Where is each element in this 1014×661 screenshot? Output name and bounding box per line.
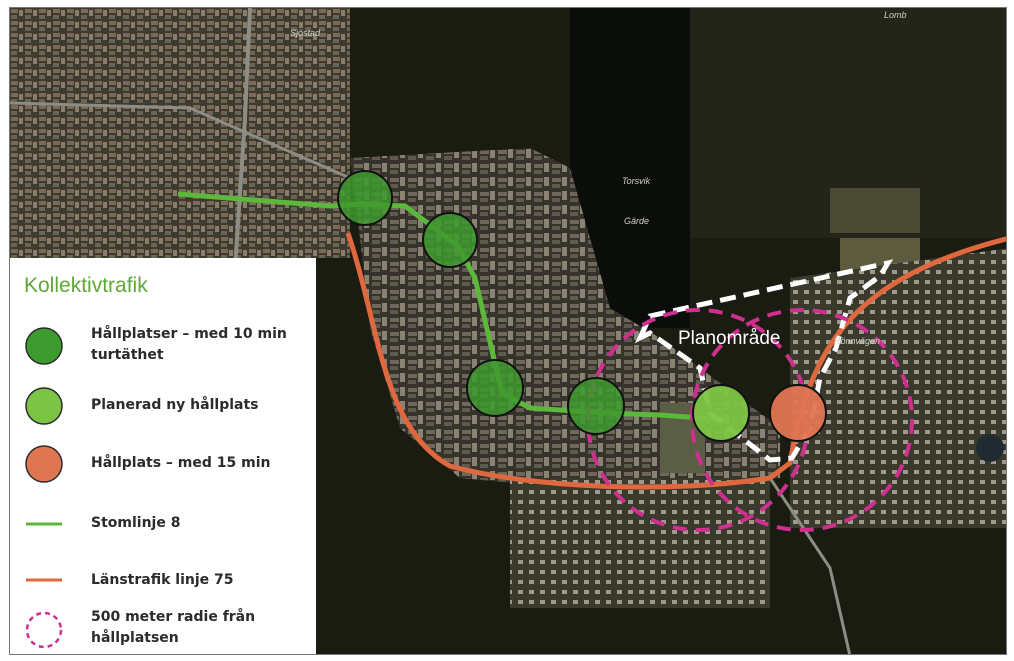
stop-10min-2[interactable]	[422, 212, 478, 268]
light-green-circle-icon	[25, 387, 63, 425]
legend-label-radius: 500 meter radie från hållplatsen	[91, 609, 256, 646]
stop-10min-4[interactable]	[567, 377, 625, 435]
legend-item-radius: 500 meter radie från hållplatsen	[10, 604, 316, 654]
radius-500m-circle-2	[690, 308, 914, 532]
dark-green-circle-icon	[25, 327, 63, 365]
lanstrafik-line-75	[345, 232, 1006, 490]
dashed-magenta-circle-icon	[25, 611, 63, 649]
stop-10min-1[interactable]	[337, 170, 393, 226]
place-name-1: Sjöstad	[290, 28, 321, 38]
place-name-3: Lomb	[884, 10, 907, 20]
orange-circle-icon	[25, 445, 63, 483]
legend-label-stomlinje: Stomlinje 8	[91, 515, 181, 531]
legend-panel: Kollektivtrafik Hållplatser – med 10 min…	[10, 258, 316, 654]
aerial-map[interactable]	[10, 8, 1007, 655]
orange-line-icon	[26, 578, 62, 582]
stop-15min[interactable]	[769, 384, 827, 442]
planned-new-stop[interactable]	[692, 384, 750, 442]
green-line-icon	[26, 522, 62, 526]
legend-title: Kollektivtrafik	[24, 274, 148, 297]
place-name-5: Rönnvägen	[834, 336, 881, 346]
map-frame: Sjöstad Torsvik Lomb Gärde Rönnvägen Pla…	[9, 7, 1007, 655]
legend-label-stop-15min: Hållplats – med 15 min	[91, 455, 271, 471]
plan-area-label: Planområde	[678, 328, 781, 349]
legend-label-lanstrafik: Länstrafik linje 75	[91, 572, 234, 588]
legend-item-stop-15min: Hållplats – med 15 min	[10, 444, 316, 500]
legend-item-stomlinje: Stomlinje 8	[10, 502, 316, 558]
legend-item-stop-10min: Hållplatser – med 10 min turtäthet	[10, 318, 316, 374]
place-name-4: Gärde	[624, 216, 650, 226]
legend-label-planned-stop: Planerad ny hållplats	[91, 397, 259, 413]
legend-label-stop-10min: Hållplatser – med 10 min turtäthet	[91, 326, 287, 363]
legend-item-lanstrafik: Länstrafik linje 75	[10, 560, 316, 616]
stop-10min-3[interactable]	[466, 359, 524, 417]
place-name-2: Torsvik	[622, 176, 651, 186]
legend-item-planned-stop: Planerad ny hållplats	[10, 386, 316, 442]
